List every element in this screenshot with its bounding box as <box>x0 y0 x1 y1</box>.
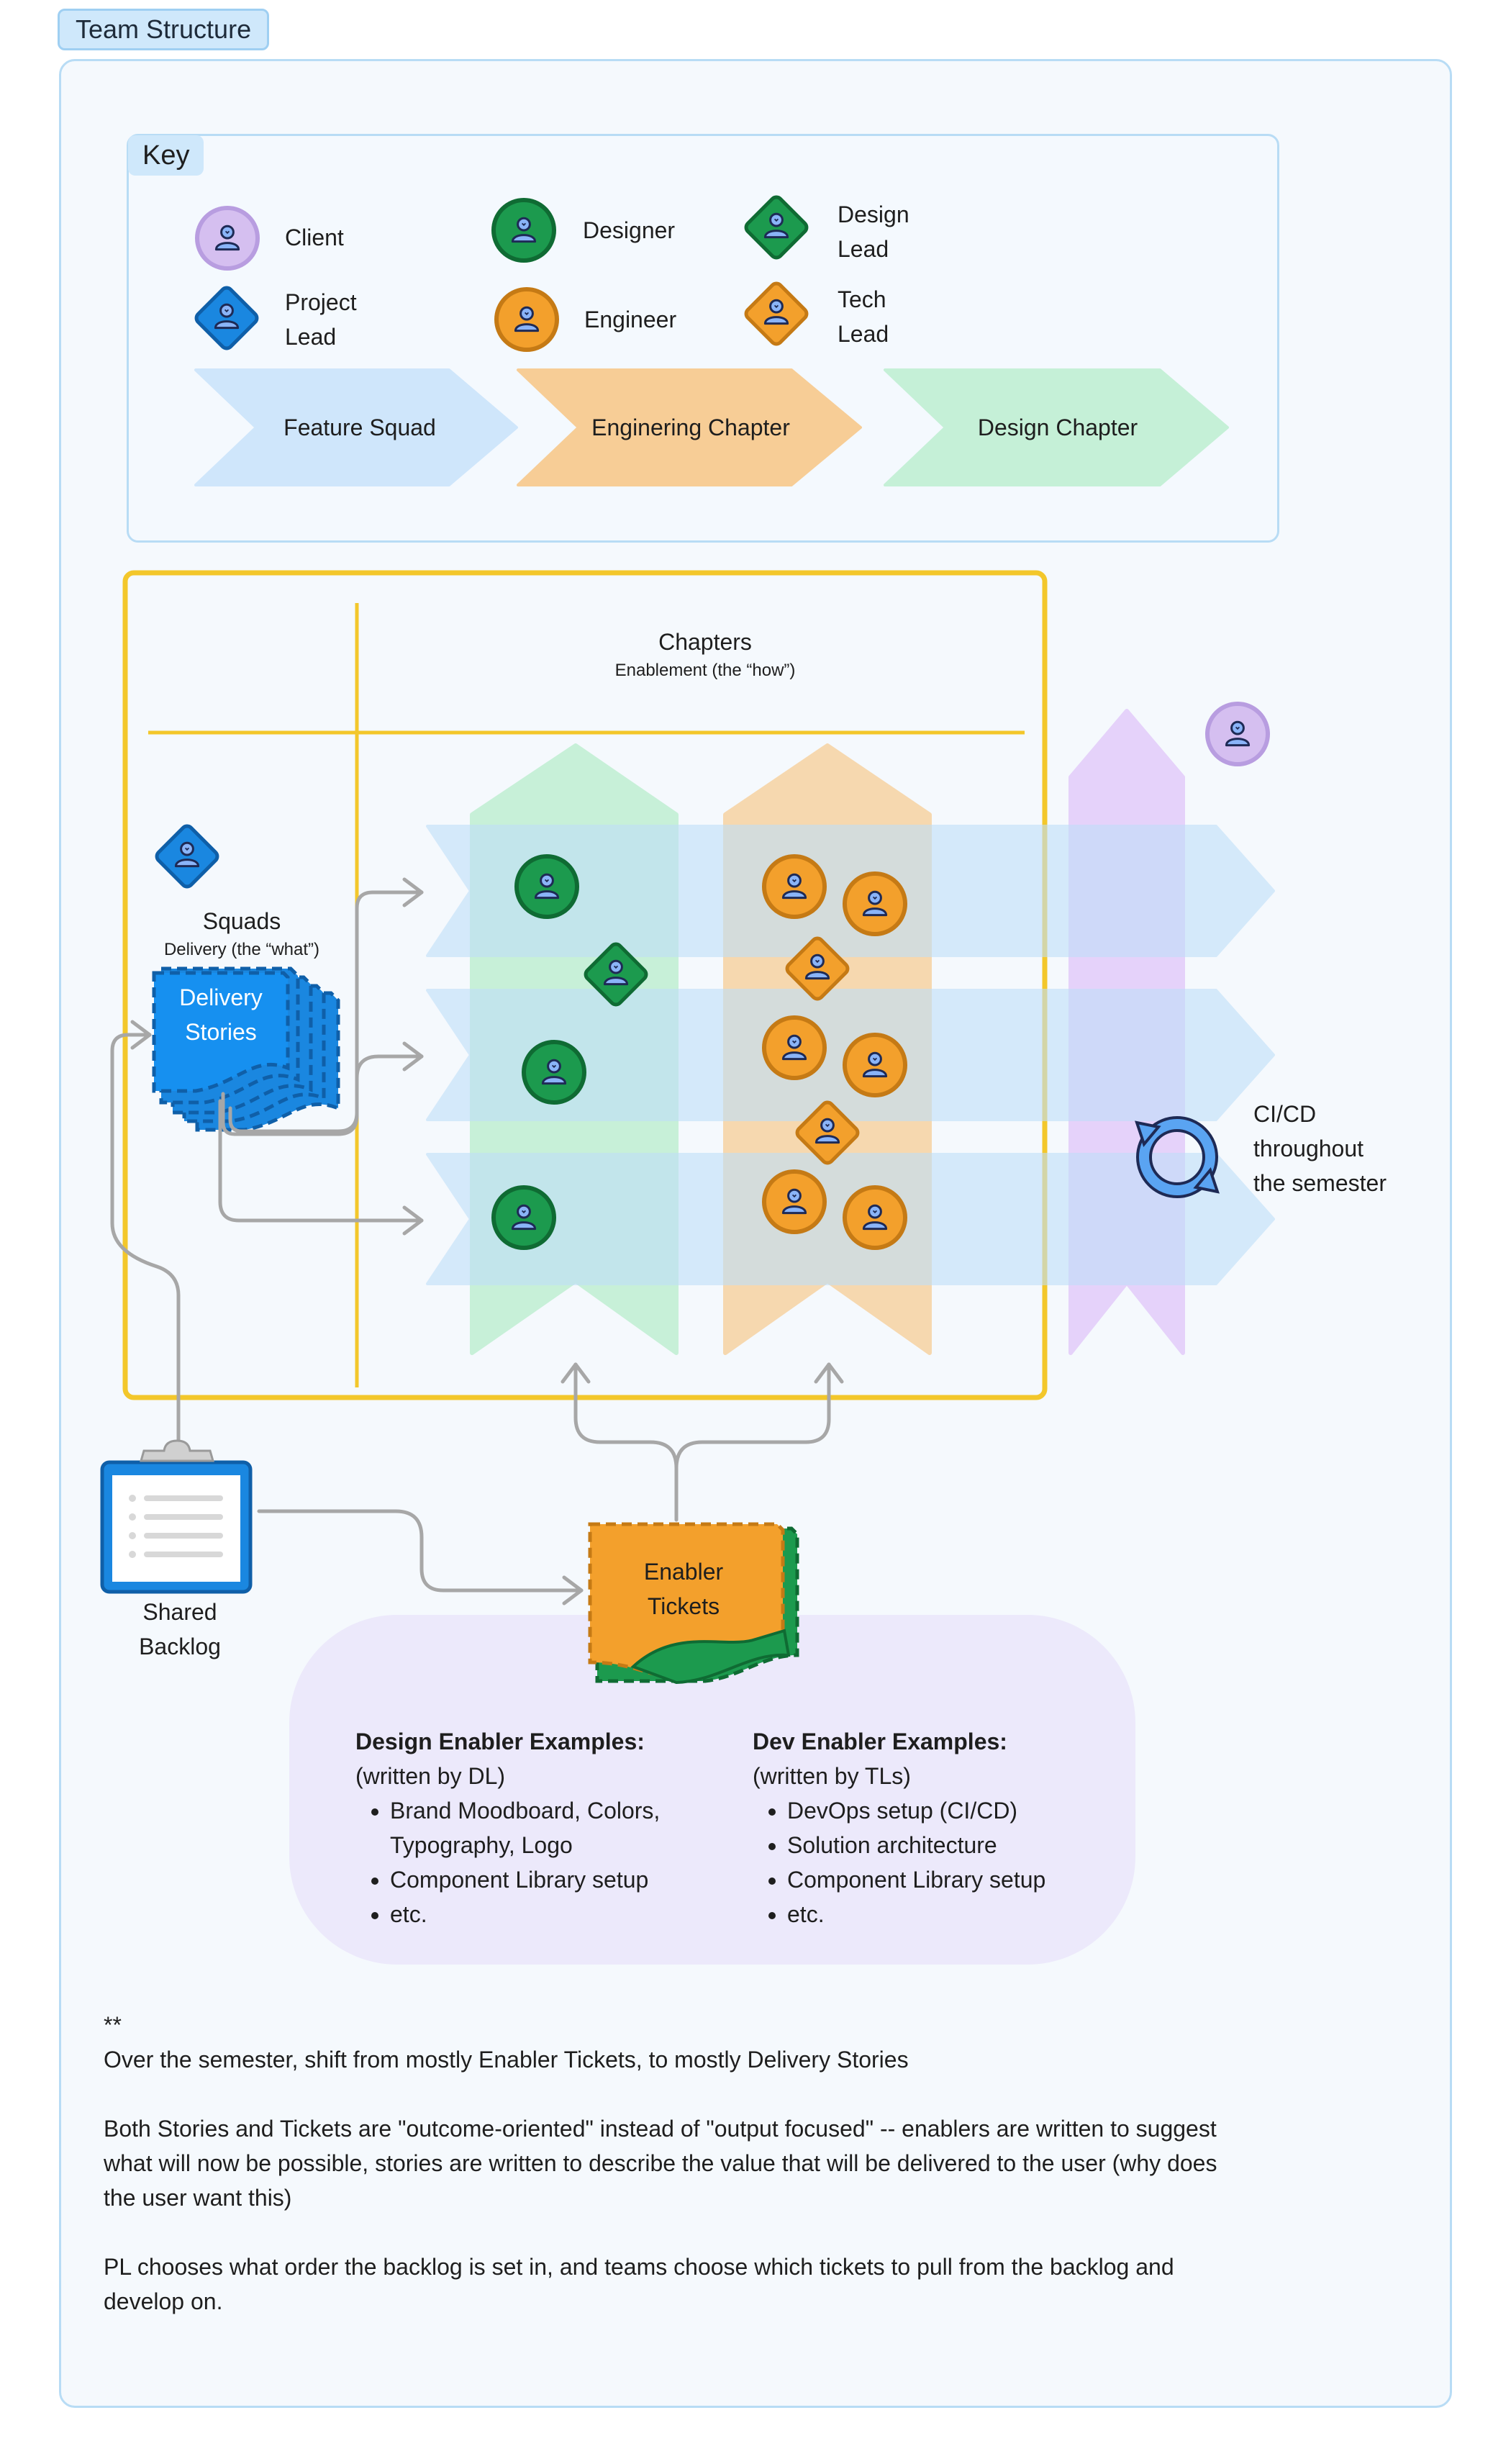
design-lead-label-line2: Lead <box>838 236 889 262</box>
notes: ** Over the semester, shift from mostly … <box>104 2008 1255 2353</box>
engineer-icon <box>843 1033 907 1097</box>
design-examples-list: Brand Moodboard, Colors, Typography, Log… <box>355 1793 730 1931</box>
cicd-label-line1: CI/CD <box>1253 1101 1317 1127</box>
engineer-icon <box>843 871 907 936</box>
designer-label: Designer <box>583 217 676 243</box>
tech-lead-label-line1: Tech <box>838 286 886 312</box>
dev-examples-title: Dev Enabler Examples: <box>753 1729 1007 1754</box>
cicd-label-line2: throughout <box>1253 1136 1364 1161</box>
feature-squad-chevron <box>194 368 518 486</box>
designer-icon <box>491 198 556 263</box>
cicd-label-line3: the semester <box>1253 1170 1387 1196</box>
chapters-subtitle: Enablement (the “how”) <box>614 661 796 680</box>
designer-icon <box>514 854 579 919</box>
project-lead-label-line2: Lead <box>285 324 337 350</box>
delivery-stories-line1: Delivery <box>179 984 263 1010</box>
notes-line1: Over the semester, shift from mostly Ena… <box>104 2047 909 2073</box>
list-item: etc. <box>787 1897 1112 1931</box>
notes-para3: PL chooses what order the backlog is set… <box>104 2254 1174 2314</box>
tech-lead-icon <box>785 936 850 1001</box>
designer-icon <box>491 1185 556 1250</box>
shared-backlog-line2: Backlog <box>139 1634 221 1659</box>
delivery-stories-stack <box>152 966 340 1132</box>
enabler-tickets-card <box>588 1522 799 1685</box>
notes-marker: ** <box>104 2012 122 2038</box>
design-chapter-label: Design Chapter <box>977 415 1138 440</box>
tech-lead-label-line2: Lead <box>838 321 889 347</box>
feature-squad-label: Feature Squad <box>283 415 436 440</box>
designer-icon <box>522 1040 586 1105</box>
arrow-head-1 <box>402 877 424 907</box>
arrow-head-eng-chapter <box>814 1362 844 1384</box>
arrow-backlog-to-tickets <box>257 1509 584 1593</box>
team-diagram <box>100 570 1275 1965</box>
engineer-icon <box>762 1015 827 1080</box>
arrow-head-3 <box>402 1205 424 1236</box>
engineer-label: Engineer <box>584 307 677 332</box>
arrow-backlog-to-stories <box>110 1033 181 1470</box>
arrow-head-backlog <box>130 1020 152 1050</box>
dev-examples-list: DevOps setup (CI/CD) Solution architectu… <box>753 1793 1112 1931</box>
enabler-tickets-line1: Enabler <box>643 1559 724 1585</box>
project-lead-label-line1: Project <box>285 289 357 315</box>
engineering-chapter-label: Enginering Chapter <box>591 415 790 440</box>
chapters-title: Chapters <box>658 629 752 655</box>
enabler-tickets-line2: Tickets <box>647 1593 720 1619</box>
enabler-examples-panel <box>289 1615 1135 1965</box>
frame-title: Team Structure <box>58 9 270 50</box>
list-item: Component Library setup <box>390 1862 730 1897</box>
list-item: Component Library setup <box>787 1862 1112 1897</box>
project-lead-icon <box>194 286 259 350</box>
client-label: Client <box>285 225 344 250</box>
dev-examples-subtitle: (written by TLs) <box>753 1763 911 1789</box>
chapters-squads-frame <box>122 570 1048 1400</box>
design-examples-subtitle: (written by DL) <box>355 1763 506 1789</box>
dev-enabler-examples: Dev Enabler Examples: (written by TLs) D… <box>753 1724 1112 1931</box>
arrow-to-squad-1 <box>221 890 424 1136</box>
design-chapter-chevron <box>884 368 1229 486</box>
arrow-to-squad-2 <box>228 1054 424 1133</box>
design-lead-label-line1: Design <box>838 201 909 227</box>
engineering-chapter-chevron <box>517 368 862 486</box>
design-examples-title: Design Enabler Examples: <box>355 1729 645 1754</box>
client-icon <box>1205 702 1270 766</box>
refresh-icon <box>1135 1116 1220 1198</box>
design-lead-icon <box>584 942 648 1007</box>
list-item: Brand Moodboard, Colors, Typography, Log… <box>390 1793 730 1862</box>
list-item: DevOps setup (CI/CD) <box>787 1793 1112 1828</box>
key-title: Key <box>128 135 204 176</box>
engineer-icon <box>762 1169 827 1234</box>
engineer-icon <box>762 854 827 919</box>
engineer-icon <box>843 1185 907 1250</box>
engineer-icon <box>494 287 559 352</box>
project-lead-icon <box>155 824 219 889</box>
client-icon <box>195 206 260 271</box>
design-lead-icon <box>744 195 809 260</box>
tech-lead-icon <box>795 1100 860 1165</box>
tech-lead-icon <box>744 281 809 346</box>
design-enabler-examples: Design Enabler Examples: (written by DL)… <box>355 1724 730 1931</box>
arrow-head-design-chapter <box>561 1362 591 1384</box>
arrow-head-2 <box>402 1041 424 1072</box>
shared-backlog-line1: Shared <box>142 1599 217 1625</box>
list-item: Solution architecture <box>787 1828 1112 1862</box>
squads-subtitle: Delivery (the “what”) <box>163 940 320 959</box>
notes-para2: Both Stories and Tickets are "outcome-or… <box>104 2116 1217 2211</box>
delivery-stories-line2: Stories <box>185 1019 257 1045</box>
arrow-to-squad-3 <box>218 1099 424 1223</box>
arrow-head-tickets <box>562 1575 584 1605</box>
squads-title: Squads <box>202 908 281 934</box>
clipboard-icon <box>100 1439 253 1594</box>
arrow-tickets-to-chapters <box>573 1362 679 1522</box>
list-item: etc. <box>390 1897 730 1931</box>
key-graphics <box>194 195 1229 486</box>
